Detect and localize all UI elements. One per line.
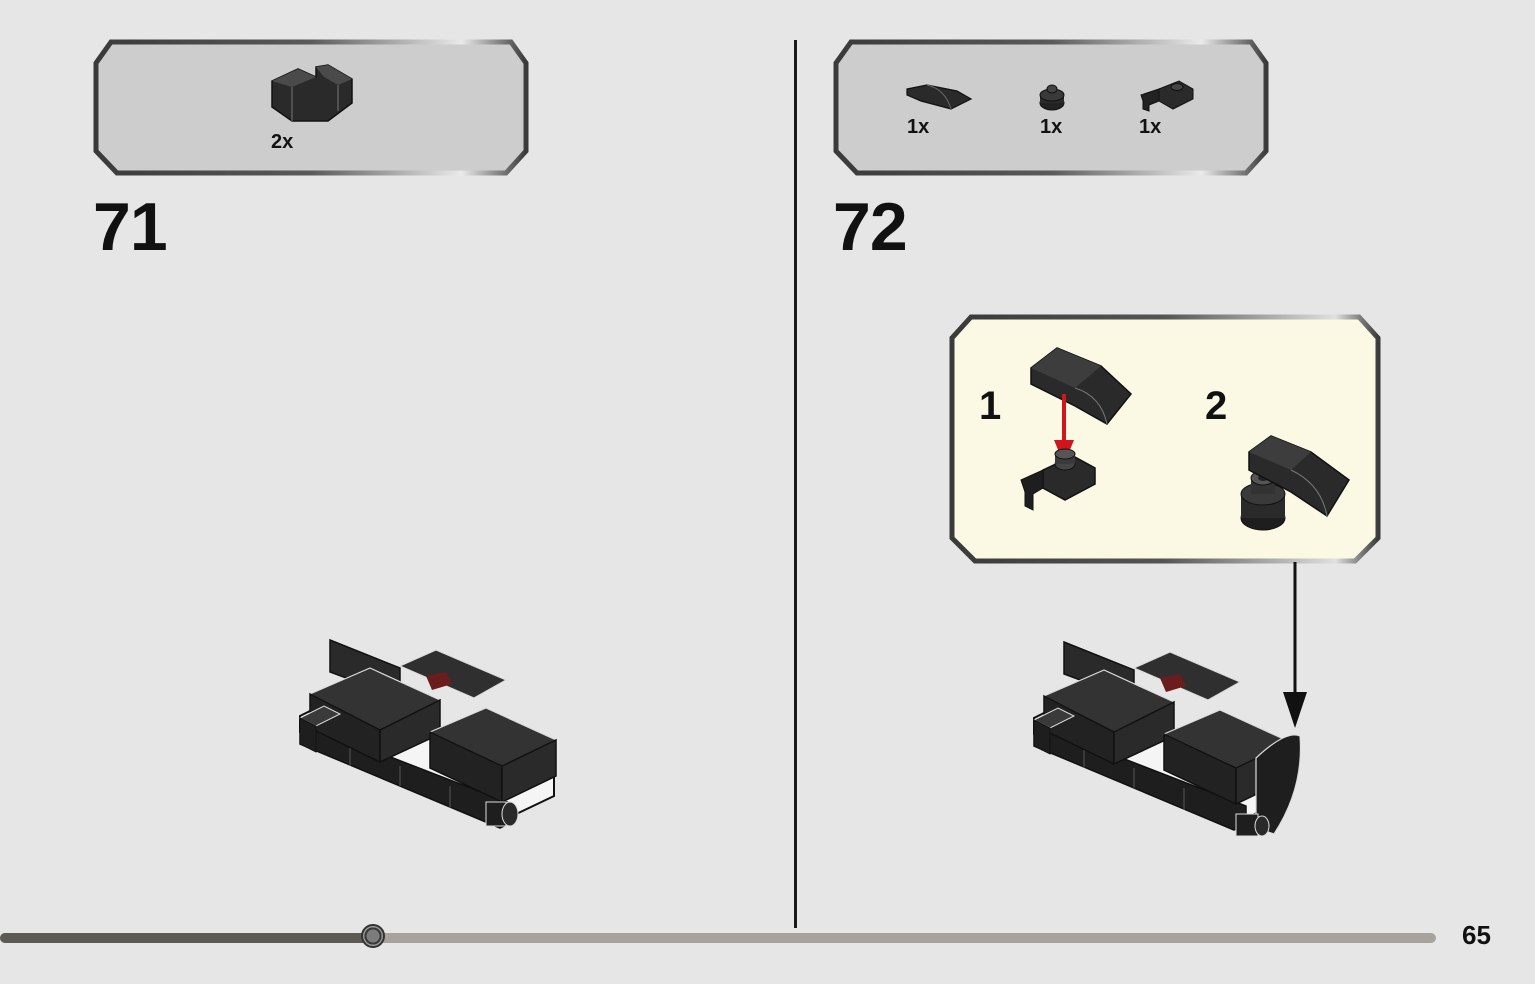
- sub-step-number-2: 2: [1205, 384, 1228, 428]
- parts-list-box-step-71: 2x: [93, 39, 529, 177]
- combined-part-assembly: [1240, 435, 1350, 531]
- step-number-72: 72: [833, 189, 908, 265]
- part-quantity: 1x: [907, 116, 930, 138]
- step-divider: [794, 40, 797, 928]
- curved-slope-part: [1030, 347, 1133, 425]
- clip-plate-part: [1020, 448, 1096, 511]
- progress-bar: [0, 933, 1436, 943]
- progress-knob: [361, 924, 385, 948]
- corner-plate-icon: [271, 64, 353, 122]
- clip-plate-icon: [1140, 80, 1194, 112]
- round-plate-icon: [1039, 84, 1065, 111]
- step-number-71: 71: [93, 189, 168, 265]
- callout-pointer-arrow: [1283, 562, 1307, 728]
- assembly-model-step-72: [1032, 640, 1302, 837]
- part-quantity: 2x: [271, 131, 294, 153]
- page-number: 65: [1462, 920, 1491, 950]
- part-quantity: 1x: [1040, 116, 1063, 138]
- sub-step-number-1: 1: [979, 384, 1002, 428]
- assembly-model-step-71: [298, 638, 558, 829]
- parts-list-box-step-72: 1x 1x 1x: [833, 39, 1269, 177]
- sub-assembly-callout: 1 2: [949, 314, 1381, 564]
- curved-slope-icon: [906, 84, 973, 110]
- part-quantity: 1x: [1139, 116, 1162, 138]
- progress-fill: [0, 933, 373, 943]
